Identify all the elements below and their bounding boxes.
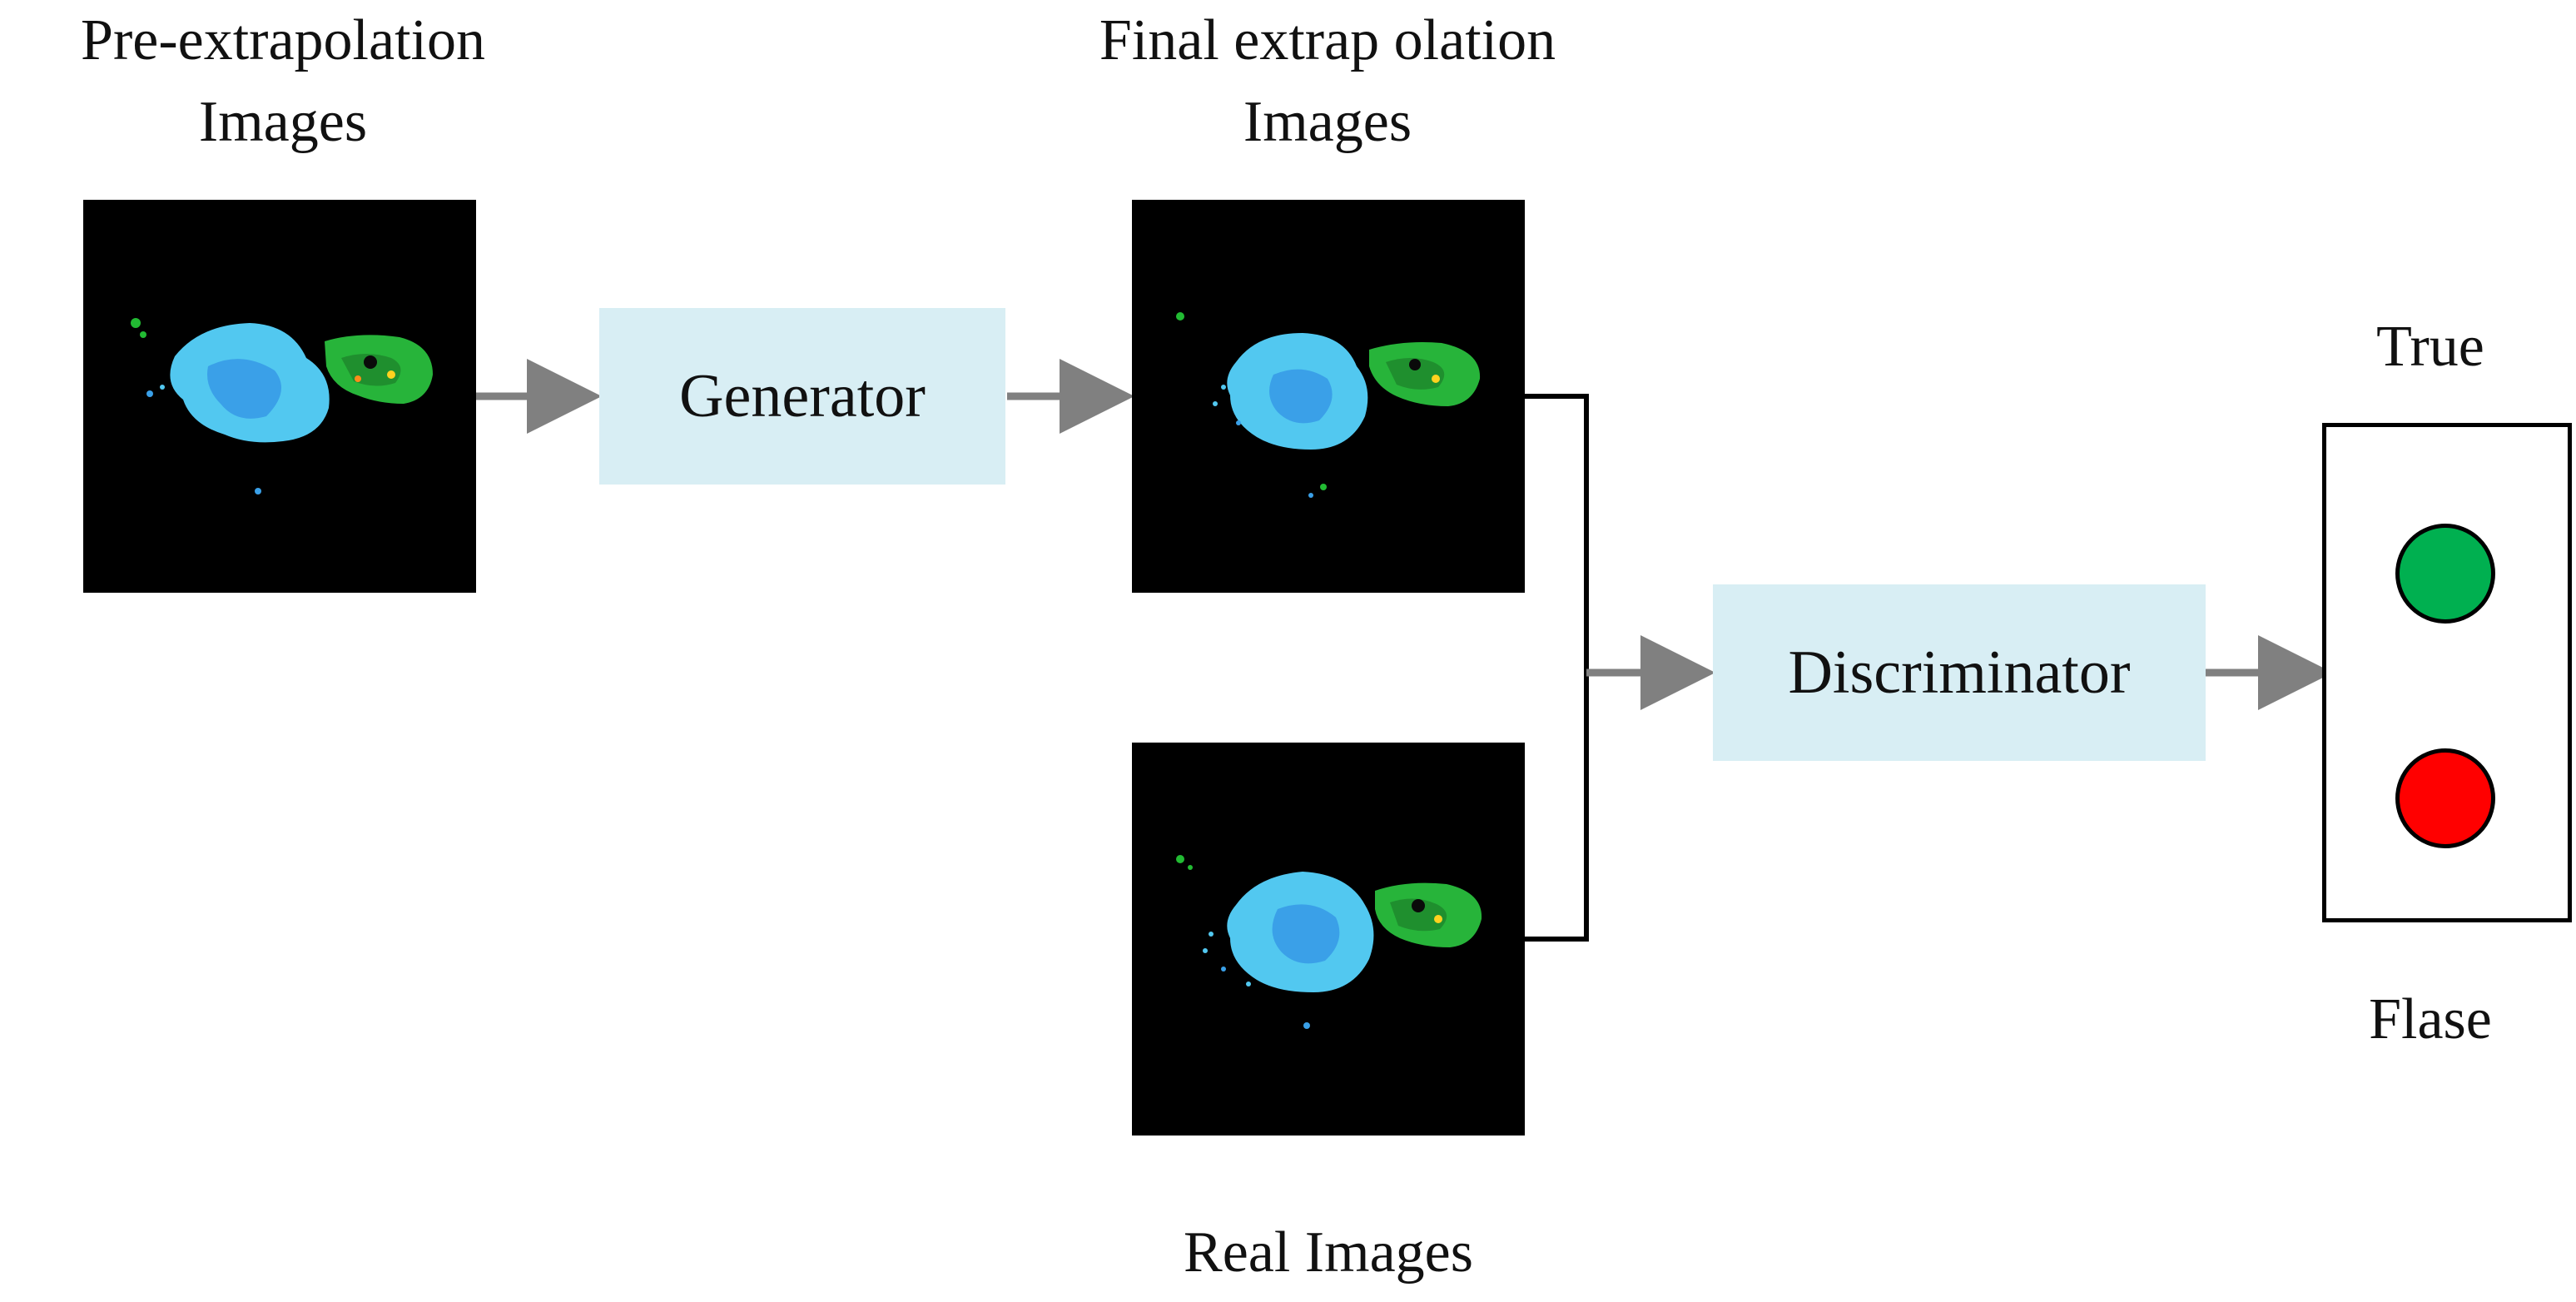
- real-image: [1132, 743, 1525, 1136]
- output-box: [2322, 423, 2572, 922]
- false-indicator-icon: [2395, 748, 2495, 848]
- true-indicator-icon: [2395, 524, 2495, 624]
- radar-echo-graphic: [1176, 855, 1482, 1029]
- radar-echo-graphic: [1176, 312, 1481, 498]
- pre-extrapolation-image: [83, 200, 476, 593]
- final-extrapolation-title-line2: Images: [1243, 90, 1412, 154]
- false-label: Flase: [2369, 987, 2492, 1051]
- final-extrapolation-title: Final extrap olation Images: [1024, 0, 1631, 163]
- discriminator-block: Discriminator: [1713, 584, 2206, 761]
- final-extrapolation-title-line1: Final extrap olation: [1099, 8, 1556, 72]
- real-images-title: Real Images: [1184, 1220, 1473, 1285]
- true-label: True: [2376, 315, 2484, 379]
- pre-extrapolation-title-line1: Pre-extrapolation: [81, 8, 485, 72]
- final-extrapolation-image: [1132, 200, 1525, 593]
- radar-echo-graphic: [131, 318, 433, 494]
- pre-extrapolation-title-line2: Images: [198, 90, 368, 154]
- pre-extrapolation-title: Pre-extrapolation Images: [0, 0, 566, 163]
- generator-block: Generator: [599, 308, 1005, 485]
- bracket-connector: [1525, 394, 1589, 942]
